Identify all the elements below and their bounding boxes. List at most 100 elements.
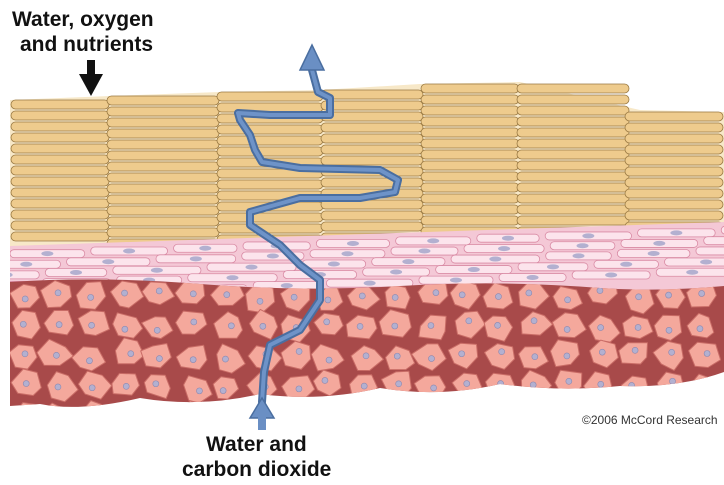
nucleus (670, 230, 682, 235)
corneocyte (11, 133, 109, 142)
nucleus (20, 321, 26, 327)
nucleus (392, 294, 398, 300)
dermal-cell (486, 402, 512, 427)
nucleus (502, 236, 514, 241)
nucleus (56, 322, 62, 328)
nucleus (468, 267, 480, 272)
nucleus (188, 409, 194, 415)
nucleus (291, 294, 297, 300)
dermal-cell (143, 406, 174, 427)
corneocyte (107, 96, 219, 105)
dermal-cell (349, 403, 379, 430)
corneocyte (107, 228, 219, 237)
nucleus (359, 293, 365, 299)
corneocyte (107, 140, 219, 149)
corneocyte (517, 194, 629, 203)
nucleus (55, 384, 61, 390)
nucleus (222, 356, 228, 362)
corneocyte (321, 112, 423, 121)
nucleus (495, 294, 501, 300)
arrow-down-shaft (87, 60, 95, 76)
corneocyte (11, 210, 109, 219)
nucleus (599, 349, 605, 355)
nucleus (289, 415, 295, 421)
corneocyte (11, 188, 109, 197)
corneocyte (217, 103, 323, 112)
corneocyte (321, 101, 423, 110)
nucleus (122, 326, 128, 332)
nucleus (427, 238, 439, 243)
nucleus (88, 294, 94, 300)
corneocyte (625, 189, 723, 198)
nucleus (246, 265, 258, 270)
corneocyte (107, 184, 219, 193)
nucleus (267, 253, 279, 258)
nucleus (402, 259, 414, 264)
nucleus (704, 351, 710, 357)
dermal-cell (278, 406, 311, 432)
dermal-cell (14, 403, 40, 432)
nucleus (620, 262, 632, 267)
nucleus (398, 408, 404, 414)
corneocyte (517, 216, 629, 225)
corneocyte (11, 166, 109, 175)
nucleus (1, 272, 13, 277)
corneocyte (11, 144, 109, 153)
epidermal-cell (0, 292, 9, 300)
nucleus (433, 290, 439, 296)
nucleus (582, 233, 594, 238)
corneocyte (107, 162, 219, 171)
nucleus (459, 292, 465, 298)
nucleus (528, 410, 534, 416)
nucleus (296, 386, 302, 392)
nucleus (564, 326, 570, 332)
corneocyte (517, 84, 629, 93)
dermal-cell (554, 404, 583, 430)
nucleus (224, 292, 230, 298)
nucleus (328, 261, 340, 266)
nucleus (700, 259, 712, 264)
corneocyte (421, 161, 519, 170)
arrow-down-icon (79, 74, 103, 96)
corneocyte (321, 145, 423, 154)
nucleus (495, 322, 501, 328)
nucleus (669, 378, 675, 384)
corneocyte (517, 150, 629, 159)
nucleus (228, 323, 234, 329)
corneocyte (625, 200, 723, 209)
corneocyte (625, 167, 723, 176)
nucleus (196, 388, 202, 394)
nucleus (190, 291, 196, 297)
corneocyte (517, 172, 629, 181)
epidermal-cell (704, 237, 724, 245)
corneocyte (217, 125, 323, 134)
nucleus (325, 412, 331, 418)
corneocyte (217, 224, 323, 233)
nucleus (153, 381, 159, 387)
corneocyte (421, 139, 519, 148)
nucleus (394, 353, 400, 359)
nucleus (70, 270, 82, 275)
corneocyte (517, 205, 629, 214)
nucleus (605, 273, 617, 278)
nucleus (156, 288, 162, 294)
nucleus (26, 413, 32, 419)
corneocyte (107, 217, 219, 226)
nucleus (669, 349, 675, 355)
corneocyte (421, 117, 519, 126)
nucleus (360, 416, 366, 422)
corneocyte (625, 178, 723, 187)
nucleus (430, 412, 436, 418)
nucleus (151, 268, 163, 273)
corneocyte (421, 128, 519, 137)
nucleus (260, 323, 266, 329)
nucleus (635, 324, 641, 330)
nucleus (598, 325, 604, 331)
nucleus (699, 290, 705, 296)
corneocyte (517, 117, 629, 126)
corneocyte (107, 107, 219, 116)
nucleus (22, 296, 28, 302)
nucleus (489, 257, 501, 262)
nucleus (41, 251, 53, 256)
corneocyte (11, 122, 109, 131)
